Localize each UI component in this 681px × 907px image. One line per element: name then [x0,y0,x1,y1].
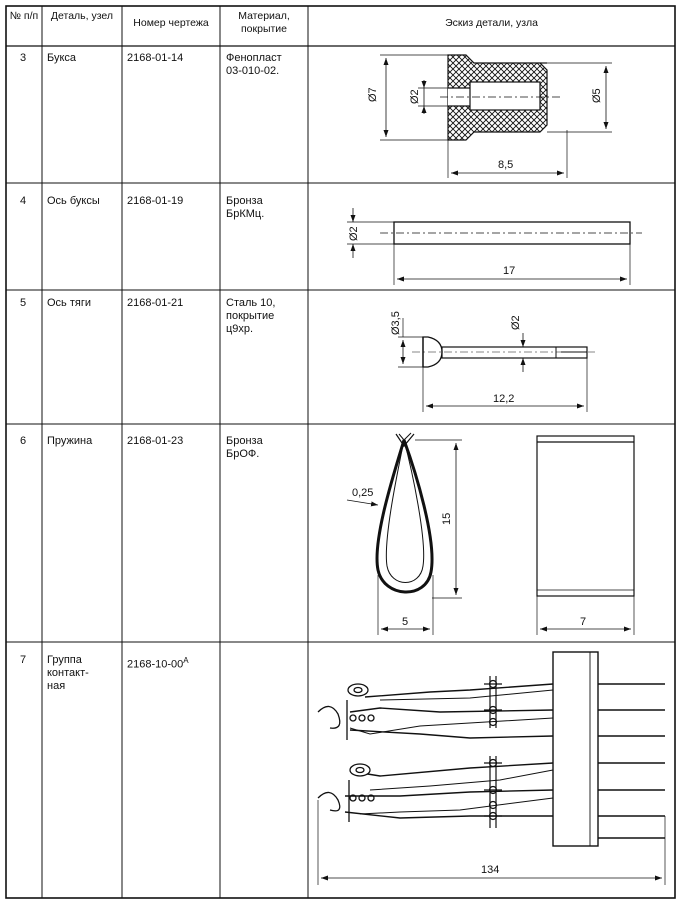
part-name: Ось тяги [47,297,91,309]
contact-group-drawing [317,651,666,885]
drawing-number: 2168-01-21 [127,297,184,309]
dim-length: 134 [481,864,499,876]
drawing-number: 2168-01-19 [127,195,184,207]
dim-inner-diameter: Ø2 [409,89,421,104]
header-sketch: Эскиз детали, узла [445,17,538,29]
spring-drawing [346,432,635,635]
header-number: № п/п [9,10,39,22]
part-name: Букса [47,52,77,64]
rod-axle-drawing [398,318,595,412]
drawing-number: 2168-01-14 [127,52,184,64]
material: Бронза БрКМц. [226,195,265,220]
dim-thickness: 0,25 [352,487,373,499]
header-material: Материал, покрытие [238,10,290,35]
drawing-number: 2168-10-00А [127,656,189,671]
dim-shaft-diameter: Ø2 [510,315,522,330]
material: Фенопласт 03-010-02. [226,52,282,77]
material: Бронза БрОФ. [226,435,263,460]
row-number: 7 [20,654,27,666]
dim-length: 8,5 [498,159,513,171]
part-name: Пружина [47,435,93,447]
dim-length: 12,2 [493,393,514,405]
dim-outer-diameter: Ø7 [367,87,379,102]
dim-head-diameter: Ø3,5 [390,311,402,335]
dim-width: 5 [402,616,408,628]
axle-drawing [347,208,642,285]
bushing-drawing [380,54,612,178]
part-name: Ось буксы [47,195,100,207]
dim-side-width: 7 [580,616,586,628]
row-number: 3 [20,52,27,64]
header-drawing: Номер чертежа [133,17,209,29]
dim-right-diameter: Ø5 [591,88,603,103]
row-number: 6 [20,435,27,447]
row-number: 4 [20,195,27,207]
drawing-number: 2168-01-23 [127,435,184,447]
dim-height: 15 [441,513,453,525]
row-number: 5 [20,297,27,309]
material: Сталь 10, покрытие ц9хр. [226,297,276,335]
part-name: Группа контакт- ная [47,654,89,692]
header-part: Деталь, узел [50,10,114,22]
dim-diameter: Ø2 [348,226,360,241]
dim-length: 17 [503,265,515,277]
